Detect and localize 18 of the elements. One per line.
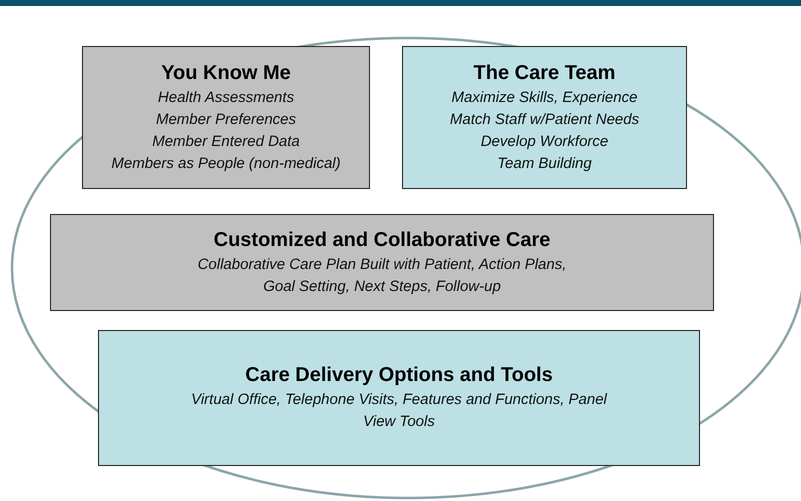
- box-text: Collaborative Care Plan Built with Patient, Action Plans, Goal Setting, Next Steps, Follow-up: [196, 254, 568, 296]
- text-box: [98, 330, 700, 466]
- text-box: [402, 46, 687, 189]
- box-text: Health Assessments: [158, 88, 294, 108]
- box-text: Virtual Office, Telephone Visits, Features and Functions, Panel View Tools: [190, 390, 608, 432]
- box-text: Members as People (non-medical): [111, 154, 341, 174]
- box-text: Develop Workforce: [480, 132, 608, 152]
- box-text: Match Staff w/Patient Needs: [450, 110, 640, 130]
- text-box: [50, 214, 714, 311]
- box-heading: Care Delivery Options and Tools: [245, 363, 553, 387]
- box-heading: The Care Team: [474, 60, 616, 84]
- box-text: Member Preferences: [156, 110, 296, 130]
- box-heading: Customized and Collaborative Care: [214, 228, 550, 252]
- box-text: Member Entered Data: [152, 132, 300, 152]
- box-text: Team Building: [497, 154, 592, 174]
- text-box: [82, 46, 370, 189]
- box-text: Maximize Skills, Experience: [452, 88, 638, 108]
- box-heading: You Know Me: [161, 60, 291, 84]
